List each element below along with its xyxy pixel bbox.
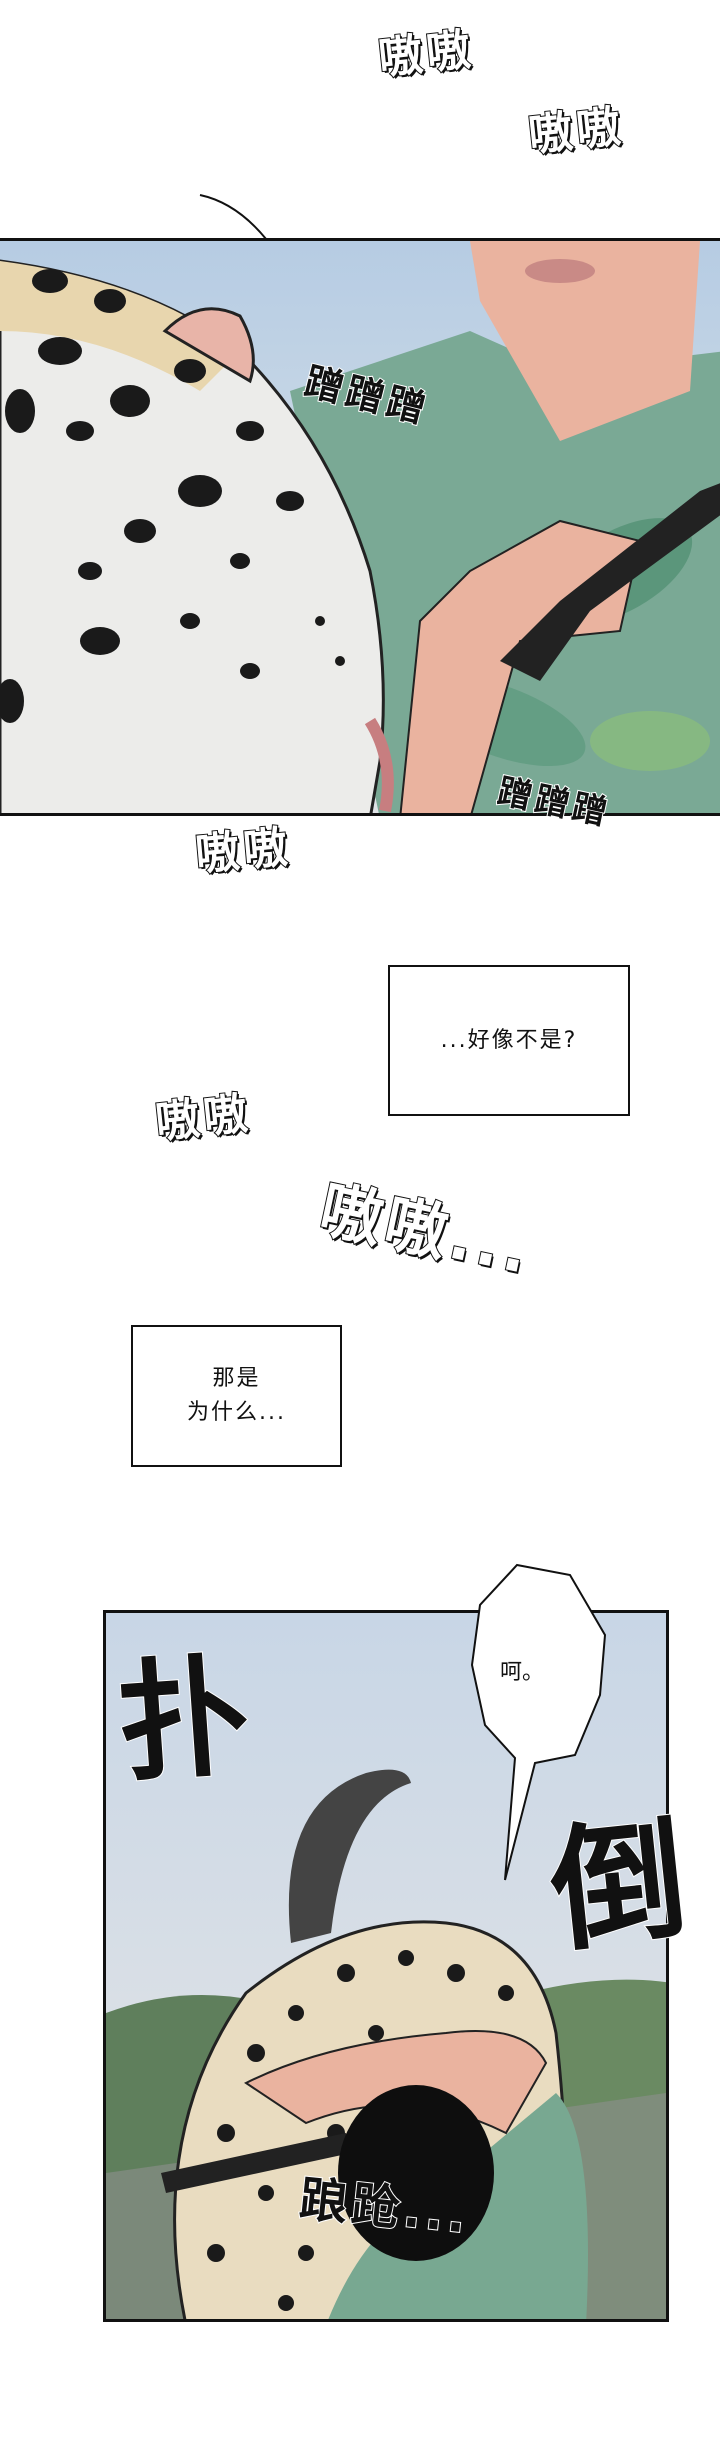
caption-text-line2: 为什么... — [187, 1400, 286, 1425]
sfx-pant: 嗷嗷 — [375, 23, 478, 86]
sfx-pounce: 扑 — [113, 1638, 259, 1801]
sfx-pant: 嗷嗷 — [192, 821, 294, 882]
speech-bubble — [470, 1563, 607, 1881]
panel-art — [106, 1769, 666, 2319]
caption-box: 那是 为什么... — [131, 1325, 342, 1467]
panel-art — [0, 241, 720, 813]
caption-text: ...好像不是? — [440, 1027, 578, 1053]
sfx-pant: 嗷嗷 — [525, 100, 628, 163]
sfx-pant: 嗷嗷 — [152, 1087, 255, 1150]
comic-panel-leopard-closeup — [0, 238, 720, 816]
sfx-pounce: 倒 — [542, 1799, 699, 1972]
speech-text: 呵。 — [500, 1660, 545, 1685]
caption-text-line1: 那是 — [212, 1366, 261, 1391]
comic-panel-pounce — [103, 1610, 669, 2322]
caption-box: ...好像不是? — [388, 965, 630, 1116]
sfx-pant-big: 嗷嗷... — [313, 1171, 540, 1289]
